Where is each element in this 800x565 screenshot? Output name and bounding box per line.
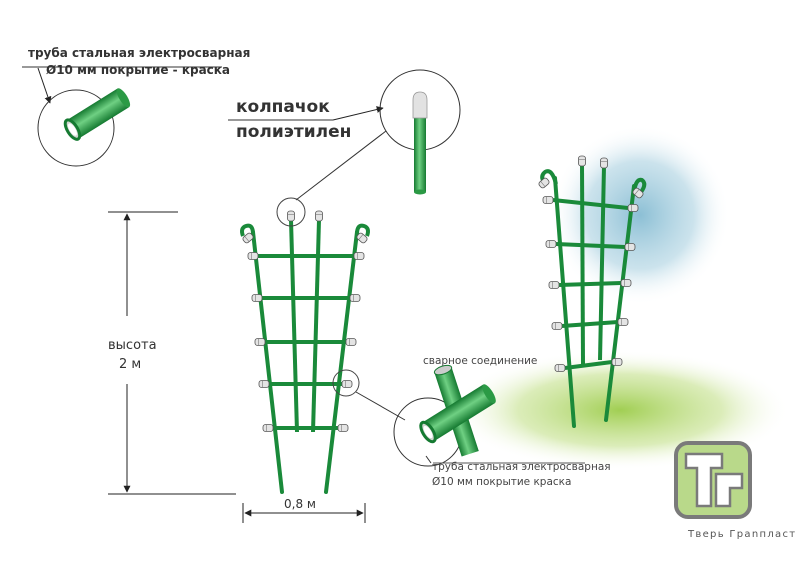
pipe-callout-arrow — [37, 67, 52, 104]
logo-letter-g — [714, 472, 744, 508]
end-cap — [247, 252, 259, 260]
logo-letter-t — [684, 452, 724, 508]
grass-blob — [450, 350, 790, 470]
height-label: высота — [108, 338, 157, 353]
trellis-front-view — [240, 210, 370, 494]
trellis-leg-left — [553, 176, 576, 428]
trellis-leg-right — [324, 230, 359, 494]
width-dimension — [242, 503, 366, 523]
height-value: 2 м — [119, 357, 142, 372]
end-cap — [548, 281, 560, 289]
end-cap — [542, 196, 554, 204]
end-cap — [356, 232, 368, 244]
joint-leader-line — [355, 391, 406, 421]
cap-shape — [412, 91, 428, 119]
end-cap — [611, 358, 623, 366]
height-dimension — [108, 211, 236, 495]
end-cap — [287, 210, 295, 222]
pipe-detail-top — [22, 66, 222, 167]
end-cap — [262, 424, 274, 432]
trellis-leg-right — [604, 184, 636, 422]
end-cap — [627, 204, 639, 212]
width-value: 0,8 м — [284, 497, 316, 511]
end-cap — [554, 364, 566, 372]
cap-callout-arrow — [332, 106, 384, 121]
trellis-rung — [552, 198, 629, 210]
end-cap — [353, 252, 365, 260]
trellis-hook-left — [240, 223, 255, 240]
end-cap — [345, 338, 357, 346]
end-cap — [578, 155, 586, 167]
end-cap — [538, 177, 550, 189]
weld-joint-detail — [393, 364, 585, 467]
cap-label-line1: колпачок — [236, 97, 330, 117]
trellis-hook-right — [355, 223, 370, 240]
end-cap — [617, 318, 629, 326]
cap-label-line2: полиэтилен — [236, 122, 352, 142]
sky-blob — [550, 125, 730, 305]
end-cap — [624, 243, 636, 251]
end-cap — [258, 380, 270, 388]
trellis-rung — [564, 360, 613, 370]
trellis-rung — [558, 281, 622, 287]
trellis-leg-left — [251, 230, 284, 494]
pipe-bottom-label-line2: Ø10 мм покрытие краска — [432, 476, 572, 488]
end-cap — [341, 380, 353, 388]
trellis-inner-rod — [598, 165, 606, 361]
trellis-inner-rod — [289, 219, 299, 433]
trellis-perspective-view — [538, 155, 647, 428]
brand-name: Тверь Грanпласт — [688, 529, 797, 540]
end-cap — [254, 338, 266, 346]
end-cap — [242, 232, 254, 244]
pipe-bottom-label-line1: труба стальная электросварная — [432, 461, 611, 473]
cap-zoom-circle — [276, 197, 306, 227]
trellis-hook-right — [632, 177, 647, 194]
end-cap — [632, 187, 644, 199]
cap-leader-line — [295, 130, 387, 201]
cap-detail — [228, 69, 461, 201]
trellis-hook-left — [540, 169, 558, 185]
end-cap — [337, 424, 349, 432]
end-cap — [551, 322, 563, 330]
end-cap — [620, 279, 632, 287]
pipe-top-label-line1: труба стальная электросварная — [28, 46, 251, 60]
pipe-top-label-line2: Ø10 мм покрытие - краска — [46, 63, 231, 77]
brand-logo — [674, 441, 752, 519]
end-cap — [251, 294, 263, 302]
end-cap — [600, 157, 608, 169]
end-cap — [349, 294, 361, 302]
cap-pipe — [414, 116, 426, 192]
joint-zoom-circle — [332, 369, 360, 397]
trellis-inner-rod — [311, 219, 321, 433]
trellis-rung — [561, 320, 619, 328]
trellis-inner-rod — [580, 163, 585, 365]
weld-label: сварное соединение — [423, 355, 538, 367]
end-cap — [315, 210, 323, 222]
end-cap — [545, 240, 557, 248]
trellis-rung — [555, 242, 626, 249]
pipe-magnifier-circle — [37, 89, 115, 167]
